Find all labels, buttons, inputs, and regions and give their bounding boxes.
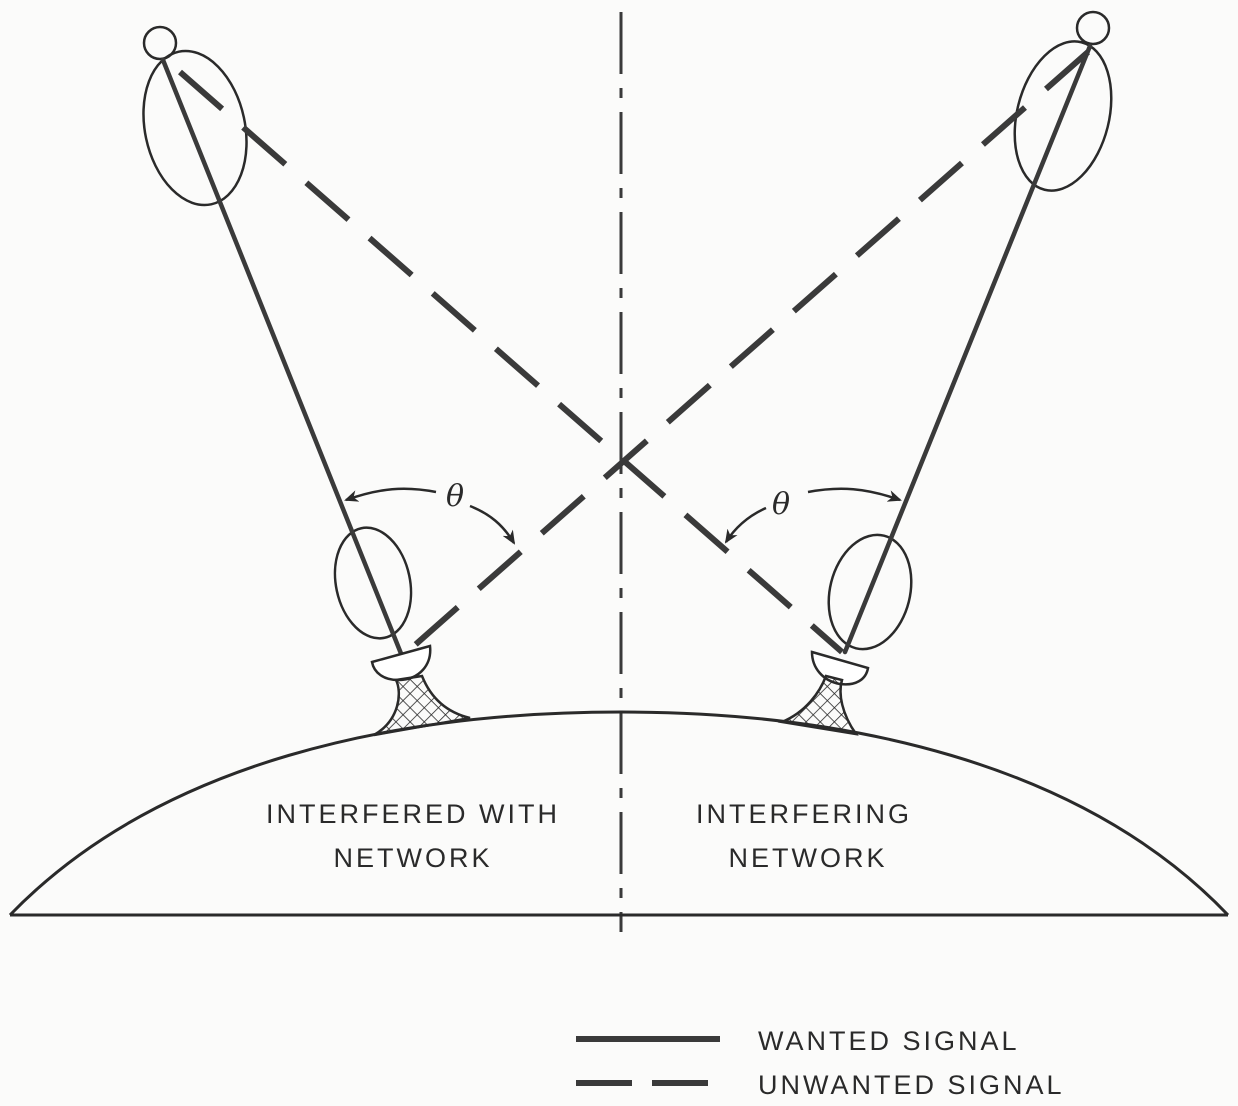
- right-antenna-mount: [777, 674, 859, 736]
- left-earth-station-beam: [333, 526, 413, 640]
- left-antenna-mount: [373, 674, 471, 737]
- legend-wanted-label: WANTED SIGNAL: [758, 1026, 1020, 1056]
- left-angle-arrow-upper: [344, 487, 437, 502]
- right-angle-arrow-upper: [807, 487, 902, 502]
- earth-surface: [8, 710, 1230, 917]
- left-wanted-signal: [160, 57, 405, 659]
- right-network-label-line1: INTERFERING: [696, 799, 912, 829]
- right-satellite-beam: [1013, 40, 1113, 192]
- right-earth-station-beam: [827, 533, 913, 651]
- legend: WANTED SIGNAL UNWANTED SIGNAL: [576, 1026, 1065, 1100]
- right-angle-label: θ: [772, 487, 790, 522]
- right-network-label-line2: NETWORK: [729, 843, 888, 873]
- right-wanted-signal: [842, 43, 1093, 655]
- left-satellite-beam: [142, 49, 248, 207]
- left-angle-arrow-lower: [469, 504, 516, 545]
- left-satellite: [142, 25, 178, 61]
- unwanted-signal-right-sat-to-left-station: [405, 49, 1090, 655]
- right-satellite: [1075, 10, 1111, 46]
- left-angle-label: θ: [446, 479, 464, 514]
- left-network-label-line1: INTERFERED WITH: [266, 799, 560, 829]
- left-network-label-line2: NETWORK: [334, 843, 493, 873]
- right-angle-arrow-lower: [724, 506, 767, 544]
- legend-unwanted-label: UNWANTED SIGNAL: [758, 1070, 1065, 1100]
- unwanted-signal-left-sat-to-right-station: [178, 69, 844, 655]
